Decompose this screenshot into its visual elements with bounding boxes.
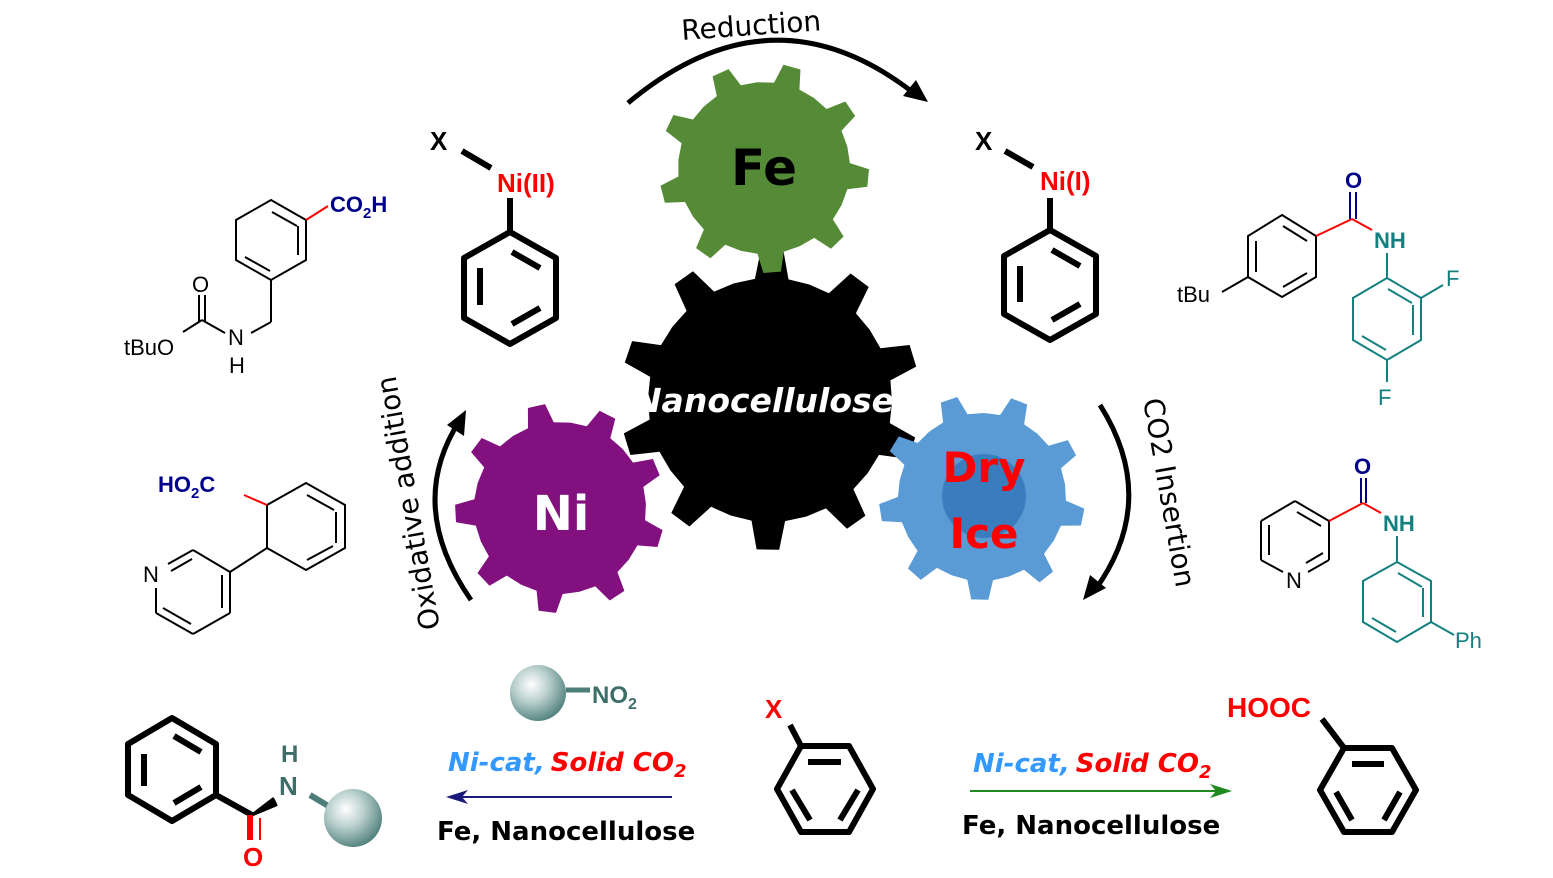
boc-acid-label: CO2H [330, 192, 387, 222]
ni-ii-metal-label: Ni(II) [497, 168, 555, 198]
aryl-halide-start [774, 723, 876, 835]
boc-amine-n: N [228, 325, 244, 350]
reduction-arrow [626, 37, 928, 105]
example-tbu-benzamide [1221, 192, 1444, 382]
amide-h-label: H [281, 741, 298, 768]
ni-i-intermediate: X Ni(I) [975, 126, 1099, 343]
oxidative-addition-arrow [432, 410, 474, 602]
example-nicotinamide [1260, 478, 1455, 644]
co2-insertion-arrow [1083, 403, 1132, 600]
nicotinamide-o: O [1354, 454, 1371, 479]
co2-insertion-label: CO2 Insertion [1136, 395, 1202, 589]
boc-carbonyl-o: O [192, 272, 209, 297]
dry-ice-gear-label-line2: Ice [949, 509, 1018, 558]
nanocellulose-gear-label: Nanocellulose [634, 381, 894, 420]
boc-ester-label: tBuO [124, 335, 174, 360]
left-conditions-bottom: Fe, Nanocellulose [437, 817, 695, 847]
nanocellulose-gear [623, 250, 917, 550]
nicotinamide-ph: Ph [1455, 628, 1482, 653]
pyridyl-acid-label: HO2C [158, 472, 215, 502]
nicotinamide-nh: NH [1383, 511, 1415, 536]
benzoic-acid-product [1317, 717, 1419, 835]
ni-i-x-label: X [975, 126, 993, 156]
ni-gear-label: Ni [533, 486, 590, 542]
tbu-benzamide-f2: F [1378, 385, 1391, 410]
start-x-label: X [765, 694, 783, 724]
nicotinamide-n: N [1286, 568, 1302, 593]
right-conditions-bottom: Fe, Nanocellulose [962, 811, 1220, 841]
right-conditions-top: Ni-cat,Solid CO2 [973, 749, 1212, 783]
example-pyridyl-benzoic-acid [155, 481, 346, 635]
tbu-benzamide-f1: F [1446, 266, 1459, 291]
nitro-label: NO2 [592, 682, 637, 713]
boc-amine-h: H [229, 353, 245, 378]
ni-ii-intermediate: X Ni(II) [430, 126, 559, 347]
pyridyl-n-label: N [143, 562, 159, 587]
amide-o-label: O [243, 842, 263, 872]
example-boc-amino-acid [182, 198, 329, 334]
fe-gear [660, 64, 869, 273]
dry-ice-gear-label-line1: Dry [943, 443, 1026, 492]
right-reaction-arrow [970, 784, 1232, 798]
fe-gear-label: Fe [731, 139, 797, 197]
benzamide-bead-product [125, 715, 382, 847]
left-reaction-arrow [446, 790, 672, 804]
amide-n-label: N [279, 771, 298, 801]
ni-ii-x-label: X [430, 126, 448, 156]
ni-i-metal-label: Ni(I) [1040, 166, 1091, 196]
dry-ice-gear-core [942, 454, 1026, 538]
tbu-label: tBu [1177, 282, 1210, 307]
ni-gear [455, 404, 663, 613]
hooc-label: HOOC [1227, 692, 1311, 723]
tbu-benzamide-o: O [1345, 168, 1362, 193]
left-conditions-top: Ni-cat,Solid CO2 [448, 748, 687, 782]
resin-bead-reagent [510, 665, 566, 721]
tbu-benzamide-nh: NH [1374, 228, 1406, 253]
